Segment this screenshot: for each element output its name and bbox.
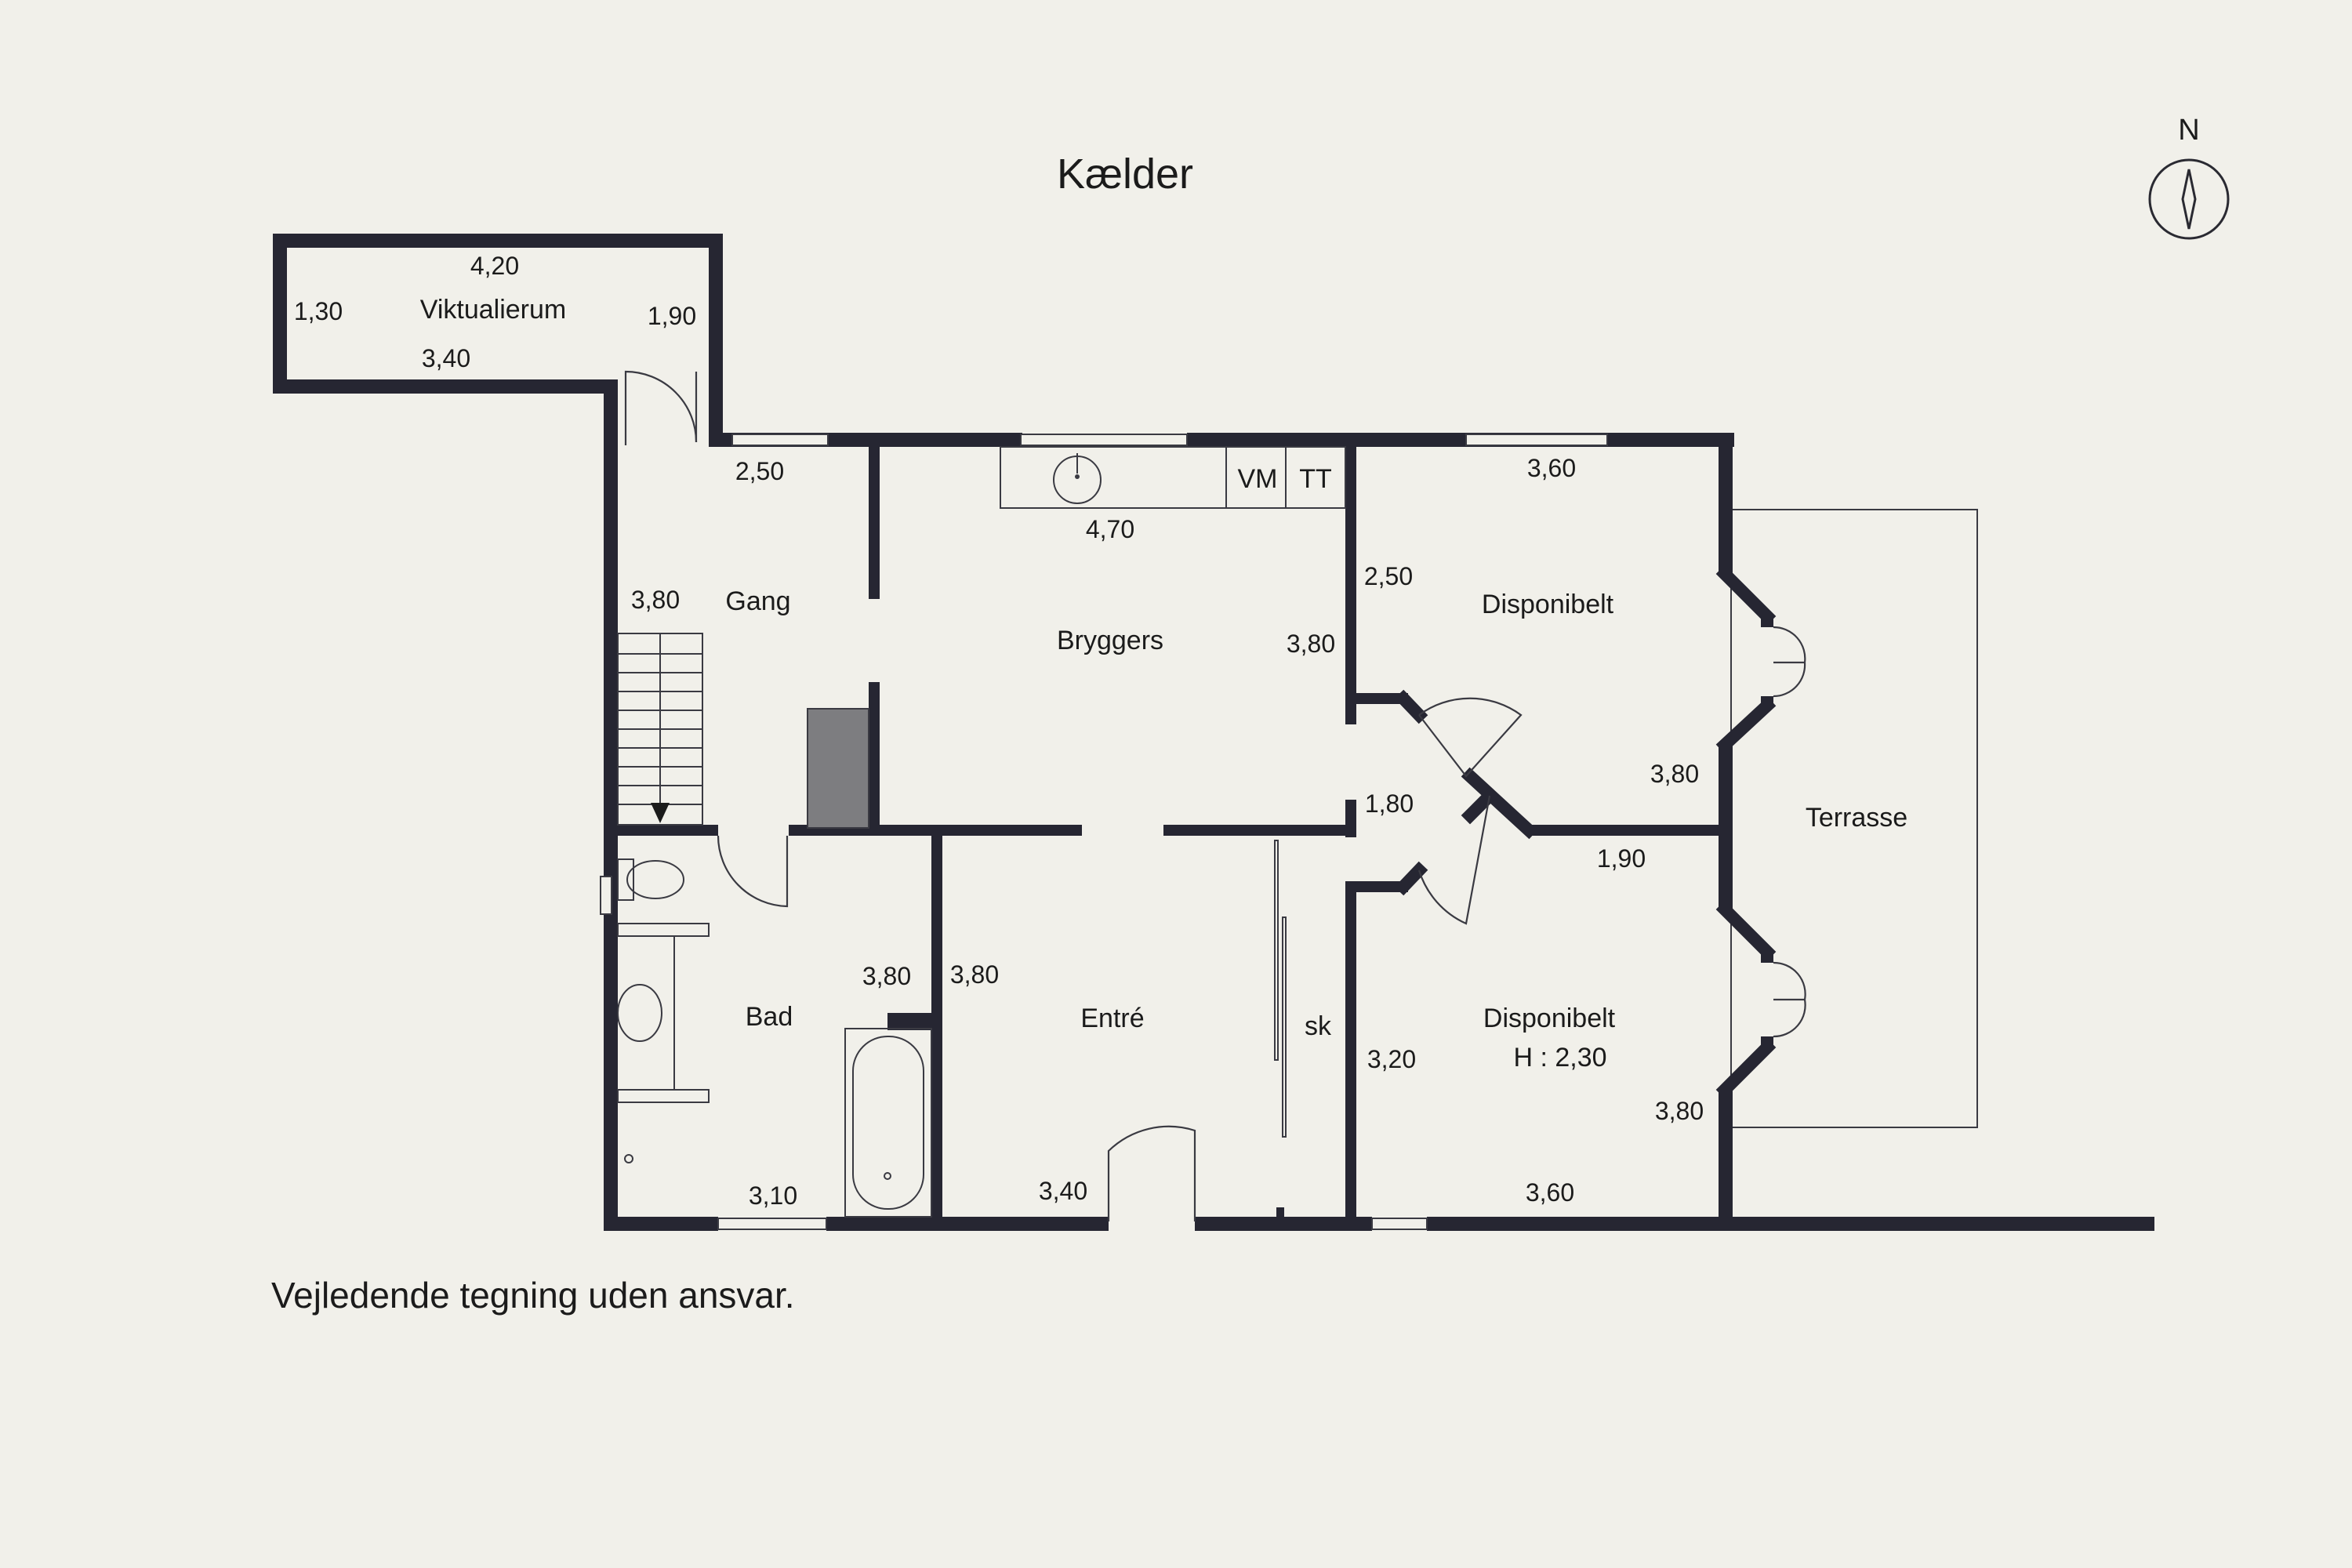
dim-bad-bottom: 3,10 (749, 1181, 797, 1210)
bay-walls (1761, 616, 1773, 1047)
dim-bad-right: 3,80 (862, 962, 911, 990)
toilet-icon (626, 860, 684, 899)
dim-disp2-bottom: 3,60 (1526, 1178, 1574, 1207)
washbasin-icon (617, 984, 662, 1042)
dimension-labels: 4,20 1,30 3,40 1,90 2,50 3,80 4,70 3,80 … (294, 252, 1704, 1210)
room-height-disponibelt-2: H : 2,30 (1513, 1043, 1606, 1073)
bathroom-fixtures (617, 858, 932, 1218)
dim-disp2-right: 3,80 (1655, 1097, 1704, 1125)
dim-disp1-left: 2,50 (1364, 562, 1413, 590)
dim-entre-left: 3,80 (950, 960, 999, 989)
bathtub (844, 1028, 932, 1218)
dim-vikt-left: 1,30 (294, 297, 343, 325)
compass-north-label: N (2178, 114, 2199, 147)
dim-vikt-bottom: 3,40 (422, 344, 470, 372)
stairs-arrow-icon (651, 803, 670, 823)
room-label-bryggers: Bryggers (1057, 626, 1163, 655)
compass: N (2148, 114, 2230, 240)
wardrobe (1274, 840, 1287, 1217)
dim-disp-mid: 1,90 (1597, 844, 1646, 873)
counter (1000, 446, 1346, 509)
room-label-terrasse: Terrasse (1806, 803, 1907, 833)
room-label-gang: Gang (725, 586, 790, 616)
chimney (807, 708, 869, 829)
room-label-disponibelt-2: Disponibelt (1483, 1004, 1616, 1033)
dim-bryggers-right: 3,80 (1287, 630, 1335, 658)
dim-gang-top: 2,50 (735, 457, 784, 485)
room-label-bad: Bad (746, 1002, 793, 1032)
dim-bryggers-counter: 4,70 (1086, 515, 1134, 543)
fixture-label-tt: TT (1299, 464, 1332, 494)
diagonal-walls (1394, 564, 1777, 1099)
doors (624, 370, 1806, 1221)
room-label-disponibelt-1: Disponibelt (1482, 590, 1614, 619)
room-label-sk: sk (1305, 1011, 1332, 1041)
fixture-label-vm: VM (1238, 464, 1278, 494)
dim-entre-bottom: 3,40 (1039, 1177, 1087, 1205)
page-title: Kælder (1057, 151, 1193, 198)
dim-vikt-top: 4,20 (470, 252, 519, 280)
dim-disp1-right: 3,80 (1650, 760, 1699, 788)
dim-disp2-left: 3,20 (1367, 1045, 1416, 1073)
dim-hall-small: 1,80 (1365, 789, 1414, 818)
dim-disp1-top: 3,60 (1527, 454, 1576, 482)
faucet-icon (624, 1154, 633, 1163)
room-label-viktualierum: Viktualierum (420, 295, 566, 325)
windows (600, 434, 1608, 1230)
room-labels: Viktualierum Gang Bryggers Disponibelt D… (420, 295, 1907, 1073)
walls (273, 234, 2154, 1231)
disclaimer: Vejledende tegning uden ansvar. (271, 1275, 795, 1316)
compass-icon (2148, 158, 2230, 240)
dim-vikt-right: 1,90 (648, 302, 696, 330)
dim-gang-side: 3,80 (631, 586, 680, 614)
room-label-entre: Entré (1080, 1004, 1144, 1033)
stairs (617, 633, 703, 826)
compass-needle-icon (2181, 169, 2197, 230)
